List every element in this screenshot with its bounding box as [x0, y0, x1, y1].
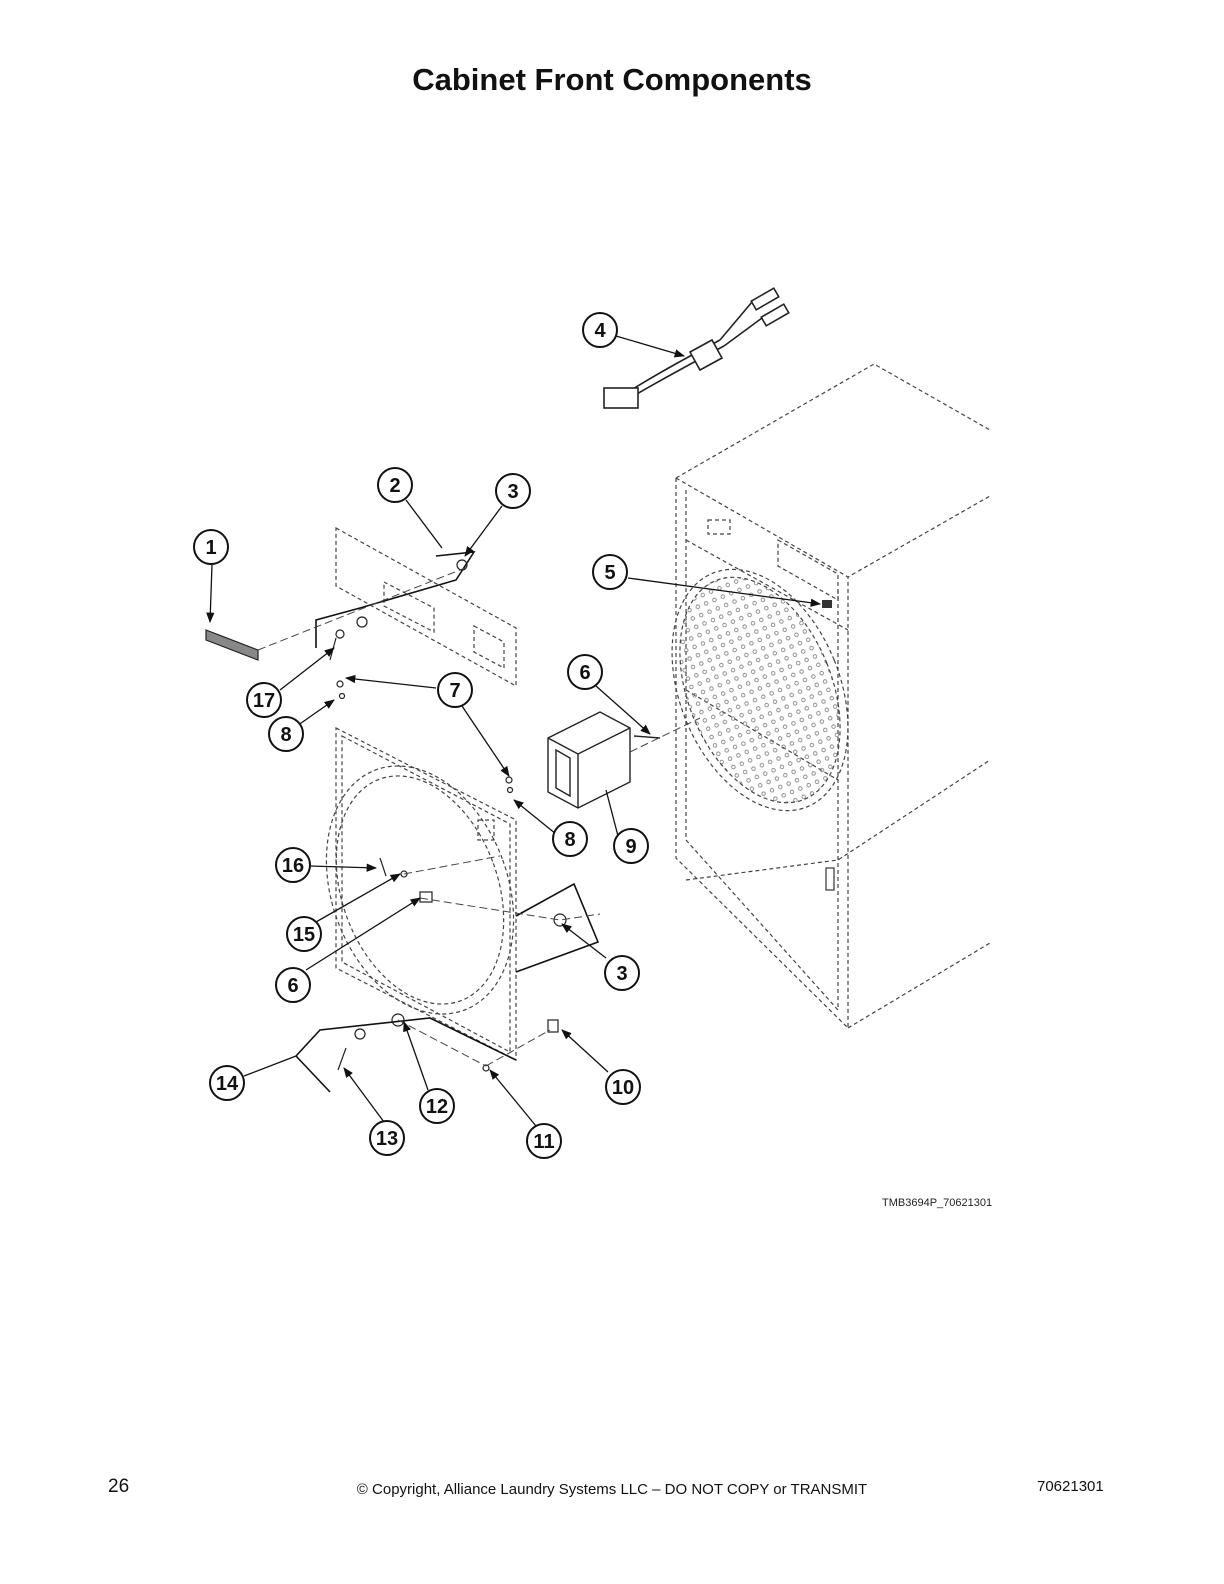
callout-14-label: 14: [216, 1073, 239, 1095]
front-panel-hardware: [336, 680, 567, 1072]
callout-6-bottom: 6: [275, 967, 311, 1003]
callout-3-top-label: 3: [507, 481, 518, 503]
alignment-lines: [397, 717, 701, 1067]
callout-8-right: 8: [552, 821, 588, 857]
callout-4-label: 4: [594, 320, 606, 342]
callout-7-label: 7: [449, 680, 460, 702]
top-control-panel: [335, 526, 517, 688]
lint-duct: [547, 711, 661, 809]
callout-1: 1: [193, 529, 229, 565]
callout-6-bottom-label: 6: [287, 975, 298, 997]
callout-17: 17: [246, 682, 282, 718]
wire-harness: [603, 287, 790, 409]
figure-code: TMB3694P_70621301: [882, 1197, 993, 1209]
callout-9: 9: [613, 828, 649, 864]
callout-14: 14: [209, 1065, 245, 1101]
page-number: 26: [108, 1476, 130, 1497]
callout-13-label: 13: [376, 1128, 398, 1150]
callout-5-label: 5: [604, 562, 615, 584]
callout-7: 7: [437, 672, 473, 708]
front-panel-bracket: [295, 882, 600, 1093]
callout-11-label: 11: [533, 1131, 554, 1153]
callout-16-label: 16: [282, 855, 304, 877]
callout-5: 5: [592, 554, 628, 590]
callout-12-label: 12: [426, 1096, 448, 1118]
page-title: Cabinet Front Components: [412, 62, 812, 97]
callout-9-label: 9: [625, 836, 636, 858]
copyright-notice: © Copyright, Alliance Laundry Systems LL…: [356, 1481, 868, 1498]
callout-15: 15: [286, 916, 322, 952]
document-number: 70621301: [1037, 1478, 1104, 1495]
callout-10-label: 10: [612, 1077, 634, 1099]
callout-11: 11: [526, 1123, 562, 1159]
callout-6-top-label: 6: [579, 662, 590, 684]
callout-2: 2: [377, 467, 413, 503]
dryer-drum: [671, 568, 849, 891]
leader-lines: [206, 335, 822, 1127]
callout-4: 4: [582, 312, 618, 348]
callout-17-label: 17: [253, 690, 275, 712]
callout-12: 12: [419, 1088, 455, 1124]
nameplate: [205, 565, 471, 661]
callout-1-label: 1: [205, 537, 216, 559]
callout-8-left: 8: [268, 716, 304, 752]
callout-2-label: 2: [389, 475, 400, 497]
callout-8-left-label: 8: [280, 724, 291, 746]
callout-6-top: 6: [567, 654, 603, 690]
callout-10: 10: [605, 1069, 641, 1105]
callout-16: 16: [275, 847, 311, 883]
callout-8-right-label: 8: [564, 829, 575, 851]
callout-3-bottom: 3: [604, 955, 640, 991]
panel-assembly-bracket: [315, 551, 476, 648]
callout-15-label: 15: [293, 924, 315, 946]
callout-3-top: 3: [495, 473, 531, 509]
callout-13: 13: [369, 1120, 405, 1156]
callout-3-bottom-label: 3: [616, 963, 627, 985]
